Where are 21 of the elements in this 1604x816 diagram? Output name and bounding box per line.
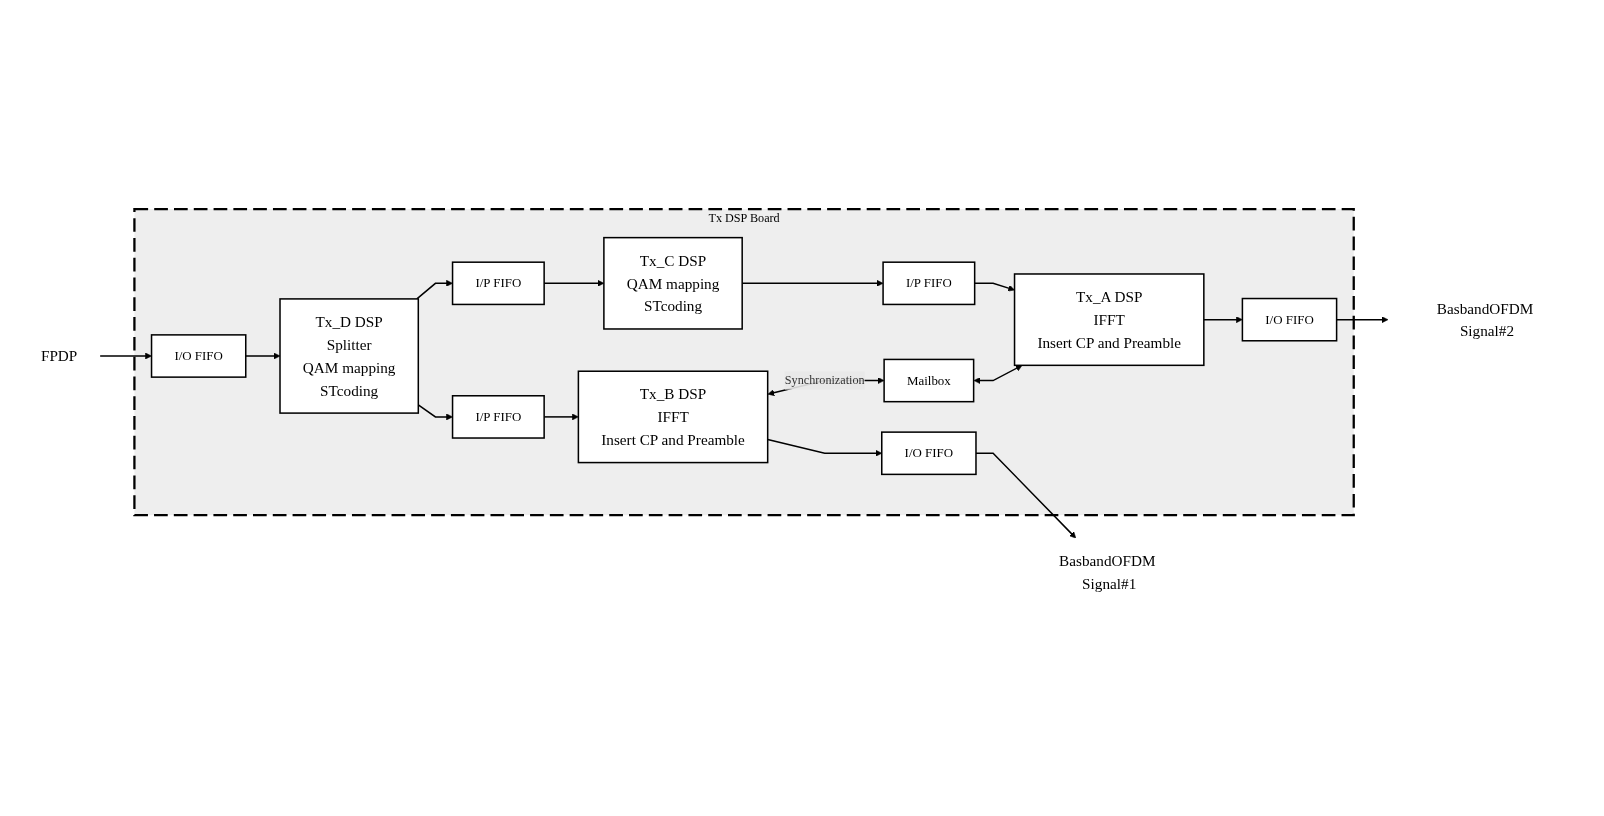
- arrow: [245, 352, 281, 360]
- node-box: I/P FIFO: [451, 261, 545, 306]
- node-text: FPDP: [40, 347, 78, 365]
- edge-label: Synchronization: [784, 373, 865, 387]
- node-text: BasbandOFDM Signal#1: [1059, 552, 1156, 593]
- node-box: I/O FIFO: [881, 431, 977, 476]
- arrow: [1203, 316, 1243, 324]
- node-box: I/O FIFO: [1241, 297, 1338, 342]
- node-box: Mailbox: [883, 358, 975, 403]
- node-box: Tx_A DSP IFFT Insert CP and Preamble: [1013, 273, 1205, 367]
- arrow: [973, 365, 1023, 385]
- arrow: [975, 452, 1077, 539]
- node-box: I/O FIFO: [150, 334, 247, 379]
- arrow: [416, 280, 453, 300]
- node-box: Tx_B DSP IFFT Insert CP and Preamble: [577, 370, 769, 464]
- node-box: I/P FIFO: [451, 395, 545, 439]
- node-box: Tx_D DSP Splitter QAM mapping STcoding: [279, 298, 420, 415]
- node-text: BasbandOFDM Signal#2: [1436, 300, 1534, 340]
- node-box: Tx_C DSP QAM mapping STcoding: [603, 237, 743, 330]
- arrow: [99, 352, 152, 360]
- node-box: I/P FIFO: [882, 261, 976, 306]
